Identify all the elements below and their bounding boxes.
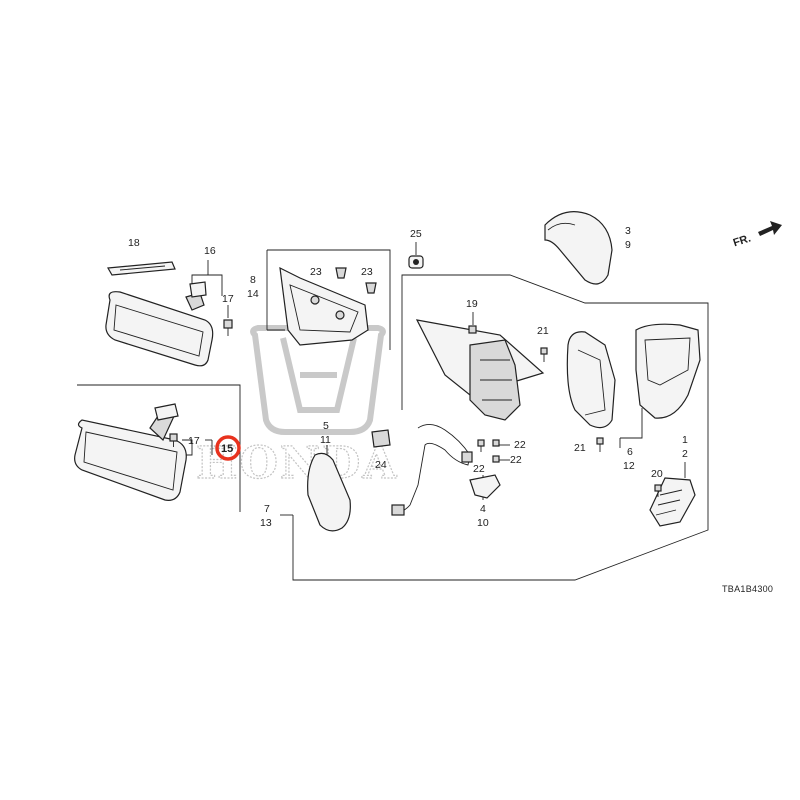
turn-signal-housing: [635, 323, 701, 419]
screw-17-lower: [169, 433, 178, 447]
label-6: 6: [627, 446, 633, 458]
label-22-b: 22: [473, 463, 485, 475]
part-labels: 18 16 17 8 14 23 23 25 3 9 19 21 17 15 5…: [128, 225, 688, 529]
label-19: 19: [466, 298, 478, 310]
label-23-b: 23: [361, 266, 373, 278]
label-17-lower: 17: [188, 435, 200, 447]
label-23-a: 23: [310, 266, 322, 278]
label-24: 24: [375, 459, 387, 471]
front-arrow-icon: [758, 221, 782, 236]
label-12: 12: [623, 460, 635, 472]
label-22-c: 22: [510, 454, 522, 466]
label-16: 16: [204, 245, 216, 257]
mirror-housing-base: [415, 319, 545, 421]
watermark-text: HONDA: [196, 438, 398, 489]
front-label: FR.: [732, 233, 753, 250]
part-25-grommet: [408, 255, 424, 269]
part-24-clip: [371, 429, 391, 448]
part-5-mirror-glass: [307, 452, 351, 532]
label-4: 4: [480, 503, 486, 515]
label-21-upper: 21: [537, 325, 549, 337]
label-3: 3: [625, 225, 631, 237]
label-11: 11: [320, 434, 331, 446]
wire-harness: [391, 424, 473, 516]
screw-22c: [492, 455, 500, 463]
label-15: 15: [221, 443, 233, 455]
screw-19: [468, 325, 477, 334]
screw-22a: [477, 439, 485, 452]
screw-17-upper: [223, 319, 233, 336]
label-9: 9: [625, 239, 631, 251]
label-5: 5: [323, 420, 329, 432]
label-14: 14: [247, 288, 259, 300]
part-8-mirror-base: [279, 266, 369, 346]
label-1: 1: [682, 434, 688, 446]
label-13: 13: [260, 517, 272, 529]
part-4-cover: [469, 474, 501, 499]
part-6-housing-shell: [566, 331, 616, 429]
part-15-rearview-mirror-lower: [74, 403, 187, 501]
diagram-code: TBA1B4300: [722, 584, 773, 594]
label-7: 7: [264, 503, 270, 515]
label-21-lower: 21: [574, 442, 586, 454]
front-direction-indicator: FR.: [732, 221, 782, 249]
honda-watermark: HONDA: [195, 325, 398, 490]
label-22-a: 22: [514, 439, 526, 451]
part-3-mirror-cap: [544, 211, 613, 285]
screw-21a: [540, 347, 548, 362]
highlight-circle-15: [215, 435, 241, 461]
label-17-upper: 17: [222, 293, 234, 305]
label-18: 18: [128, 237, 140, 249]
label-10: 10: [477, 517, 489, 529]
clip-23b: [365, 282, 377, 294]
part-18-trim-strip: [107, 261, 176, 276]
screw-20: [654, 484, 662, 497]
label-2: 2: [682, 448, 688, 460]
label-25: 25: [410, 228, 422, 240]
part-16-rearview-mirror-upper: [105, 281, 214, 367]
label-20: 20: [651, 468, 663, 480]
screw-21b: [596, 437, 604, 452]
clip-23a: [335, 267, 347, 279]
screw-22b: [492, 439, 500, 447]
label-8: 8: [250, 274, 256, 286]
